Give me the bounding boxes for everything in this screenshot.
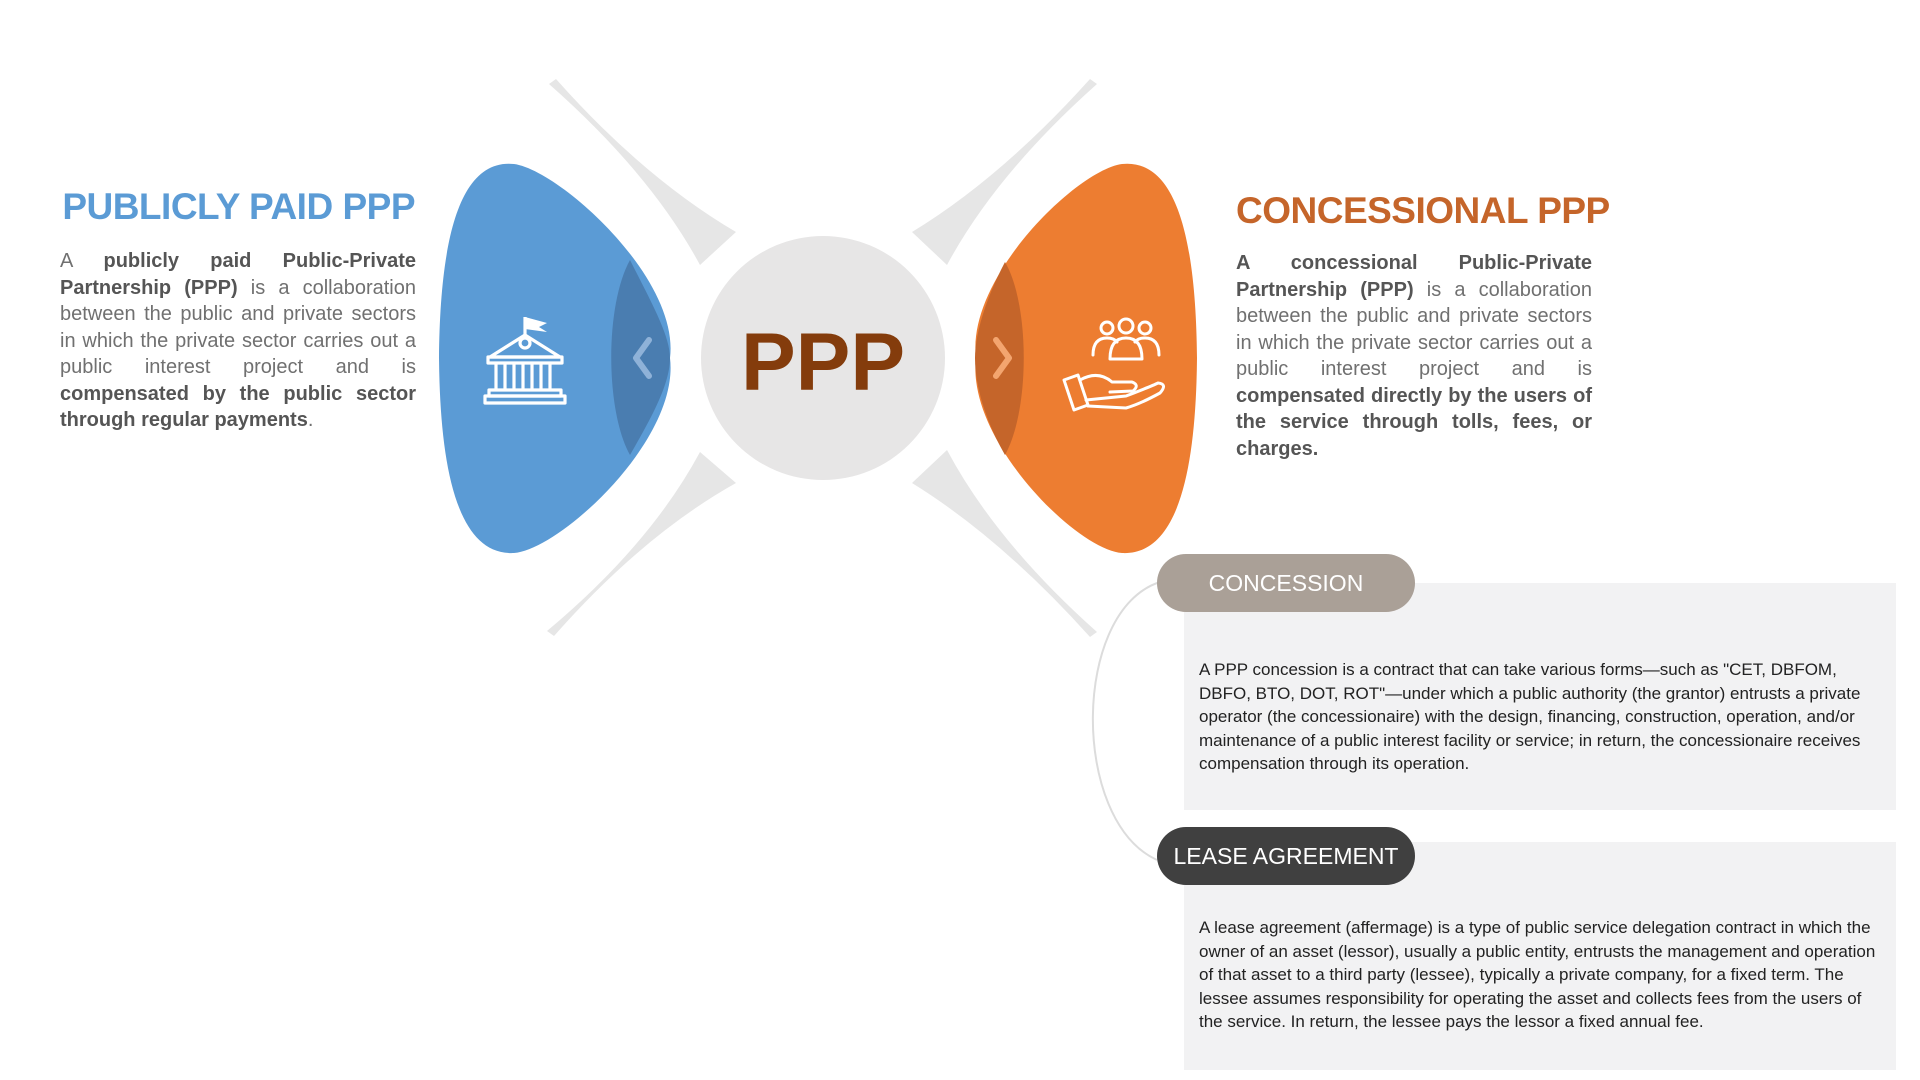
right-lens-inner xyxy=(975,262,1024,455)
lease-pill: LEASE AGREEMENT xyxy=(1157,827,1415,885)
spoke-top-right xyxy=(912,79,1097,265)
agreement-connector xyxy=(1091,581,1161,861)
spoke-top-left xyxy=(549,79,736,265)
center-label: PPP xyxy=(741,317,905,408)
spoke-bottom-left xyxy=(547,452,736,636)
publicly-paid-title: PUBLICLY PAID PPP xyxy=(62,186,415,227)
chevron-right-icon xyxy=(993,337,1012,379)
concession-label: CONCESSION xyxy=(1208,569,1364,596)
concessional-description: A concessional Public-Private Partnershi… xyxy=(1236,252,1592,460)
left-lens-inner xyxy=(611,260,670,455)
concessional-shape xyxy=(975,163,1197,554)
publicly-paid-description: A publicly paid Public-Private Partnersh… xyxy=(60,250,417,431)
people-in-hand-icon xyxy=(1062,317,1165,412)
chevron-left-icon xyxy=(633,337,652,379)
right-lens xyxy=(975,163,1197,554)
decorative-spokes xyxy=(547,79,1097,637)
concession-box: A PPP concession is a contract that can … xyxy=(1184,583,1896,810)
publicly-paid-shape xyxy=(439,163,671,554)
center-circle xyxy=(701,236,945,480)
lease-label: LEASE AGREEMENT xyxy=(1173,842,1399,869)
concessional-title: CONCESSIONAL PPP xyxy=(1236,190,1610,231)
government-building-icon xyxy=(483,317,567,405)
lease-description: A lease agreement (affermage) is a type … xyxy=(1199,918,1876,1031)
spoke-bottom-right xyxy=(912,450,1097,637)
concession-pill: CONCESSION xyxy=(1157,554,1415,612)
concession-description: A PPP concession is a contract that can … xyxy=(1199,660,1861,773)
